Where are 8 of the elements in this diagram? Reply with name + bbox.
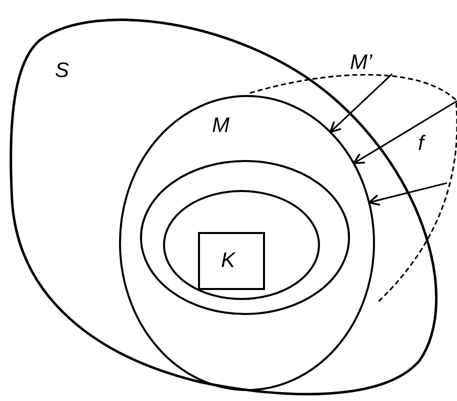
set-label: M bbox=[212, 115, 230, 137]
arrow bbox=[352, 100, 457, 164]
arrow bbox=[368, 182, 448, 206]
arrow bbox=[329, 73, 393, 133]
edge-label: f bbox=[418, 133, 424, 155]
set-label: K bbox=[221, 250, 236, 272]
set-label: S bbox=[55, 60, 70, 82]
set-label: M’ bbox=[350, 52, 372, 74]
